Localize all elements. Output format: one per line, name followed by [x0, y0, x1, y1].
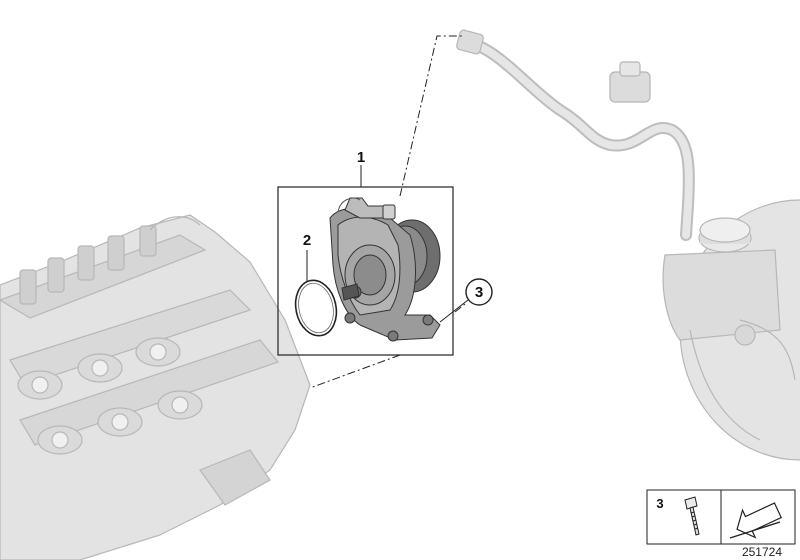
direction-arrow-icon [729, 502, 783, 539]
vacuum-pump [329, 197, 441, 342]
parts-legend: 3 [646, 489, 796, 545]
cylinder-head-ghost [0, 214, 311, 560]
legend-item-number: 3 [656, 496, 663, 511]
reference-number: 251724 [742, 545, 782, 559]
brake-booster-ghost [662, 199, 800, 461]
o-ring [294, 279, 338, 337]
callout-2: 2 [303, 232, 311, 249]
detail-frame [277, 186, 454, 356]
callout-3: 3 [475, 284, 483, 301]
callout-1: 1 [357, 149, 365, 166]
leader-lines [309, 35, 466, 389]
callout-3-circle [465, 278, 493, 306]
bolt-icon [684, 496, 700, 536]
vacuum-hose-ghost [456, 29, 695, 241]
callout-line-3 [439, 299, 469, 323]
